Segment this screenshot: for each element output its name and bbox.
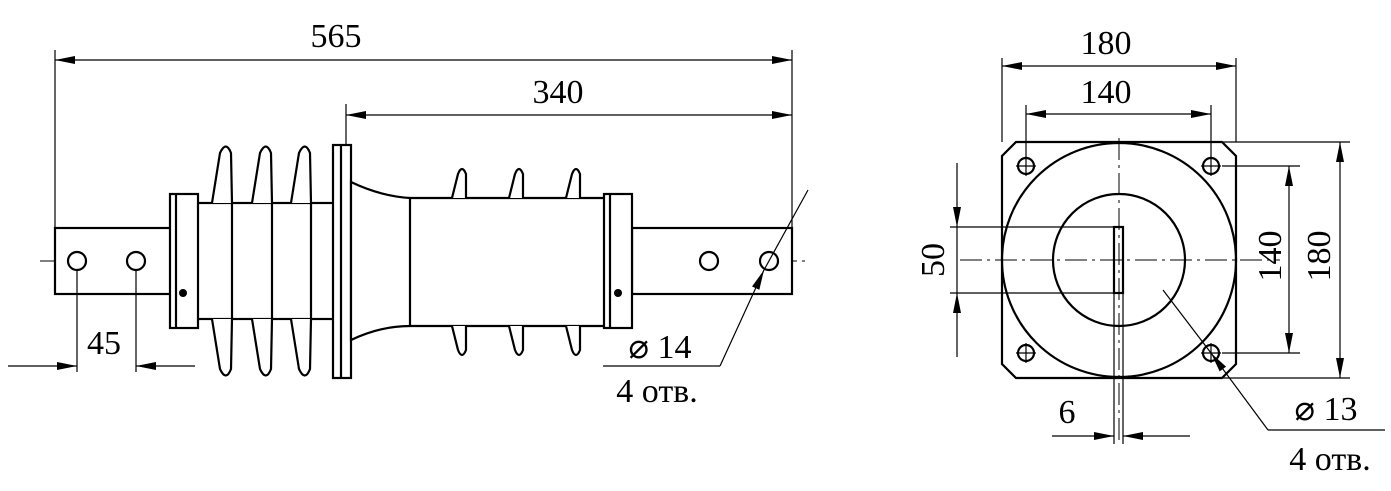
dim-conductor-height: 50 bbox=[915, 243, 952, 277]
dim-flange-height: 180 bbox=[1301, 231, 1338, 282]
dim-hole-pitch: 45 bbox=[87, 325, 121, 362]
dim-hole-spacing-vertical: 140 bbox=[1252, 231, 1289, 282]
right-insulator-body bbox=[349, 180, 607, 342]
side-view: 565 340 45 ⌀ 14 4 отв. bbox=[8, 18, 809, 410]
dim-conductor-thickness: 6 bbox=[1059, 394, 1076, 431]
hole-diameter-14: ⌀ 14 bbox=[629, 329, 692, 366]
dim-hole-spacing-horizontal: 140 bbox=[1081, 74, 1132, 111]
hole-count-side: 4 отв. bbox=[616, 373, 697, 410]
dim-flange-to-end: 340 bbox=[533, 74, 584, 111]
dim-overall-length: 565 bbox=[311, 18, 362, 55]
hole-count-end: 4 отв. bbox=[1289, 441, 1370, 478]
right-cap-pin bbox=[614, 289, 622, 297]
left-end-cap bbox=[168, 192, 200, 330]
left-insulator-core bbox=[193, 201, 337, 321]
right-sheds bbox=[450, 167, 582, 357]
left-cap-pin bbox=[179, 289, 187, 297]
left-sheds bbox=[210, 145, 313, 377]
left-terminal-bar bbox=[53, 226, 177, 296]
dim-flange-width: 180 bbox=[1081, 25, 1132, 62]
right-terminal-hole-2 bbox=[758, 250, 780, 272]
hole-leader-14 bbox=[763, 189, 809, 271]
end-view: 180 140 140 180 50 6 ⌀ 13 4 отв. bbox=[915, 25, 1385, 478]
right-terminal-bar bbox=[630, 226, 794, 296]
right-end-cap bbox=[602, 192, 634, 330]
hole-diameter-13: ⌀ 13 bbox=[1295, 391, 1358, 428]
hole-leader-13 bbox=[1162, 289, 1212, 354]
right-terminal-hole-1 bbox=[698, 250, 720, 272]
